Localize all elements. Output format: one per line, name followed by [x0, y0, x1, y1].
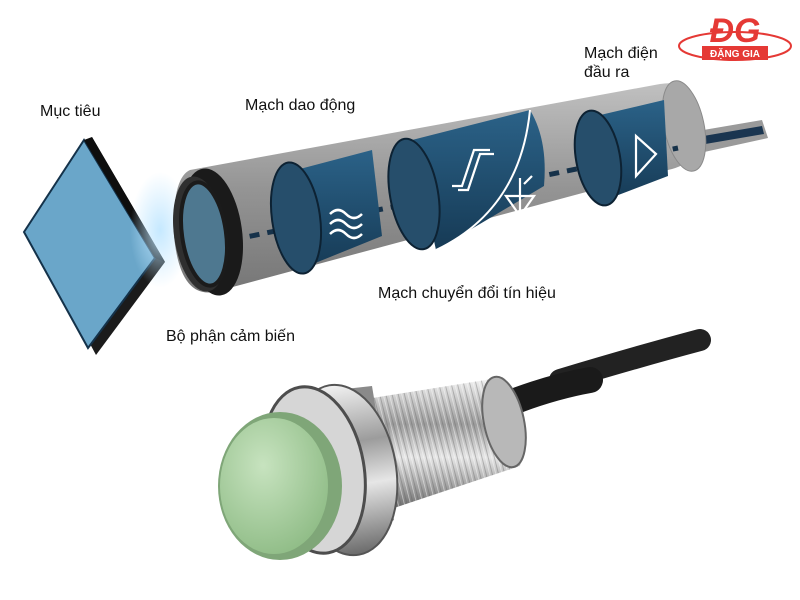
signal-converter-module	[387, 109, 545, 251]
label-oscillator: Mạch dao động	[245, 97, 356, 114]
dang-gia-logo: ĐG ĐẶNG GIA	[678, 12, 792, 61]
label-signal-converter: Mạch chuyển đổi tín hiệu	[378, 285, 556, 302]
label-output-line1: Mạch điện	[584, 45, 658, 62]
diode-icon	[503, 175, 537, 222]
label-output-circuit: Mạch điện đầu ra	[584, 44, 658, 82]
wave-icon	[329, 208, 363, 240]
logo-mark: ĐG	[710, 12, 761, 50]
hysteresis-icon	[452, 148, 494, 192]
proximity-sensor-photo	[218, 329, 711, 560]
label-sensing-part: Bộ phận cảm biến	[166, 328, 295, 345]
amplifier-icon	[634, 133, 658, 179]
output-module	[573, 100, 668, 207]
label-output-line2: đầu ra	[584, 64, 630, 81]
sensing-coil	[173, 168, 244, 296]
label-target: Mục tiêu	[40, 103, 101, 120]
logo-name: ĐẶNG GIA	[710, 47, 760, 60]
